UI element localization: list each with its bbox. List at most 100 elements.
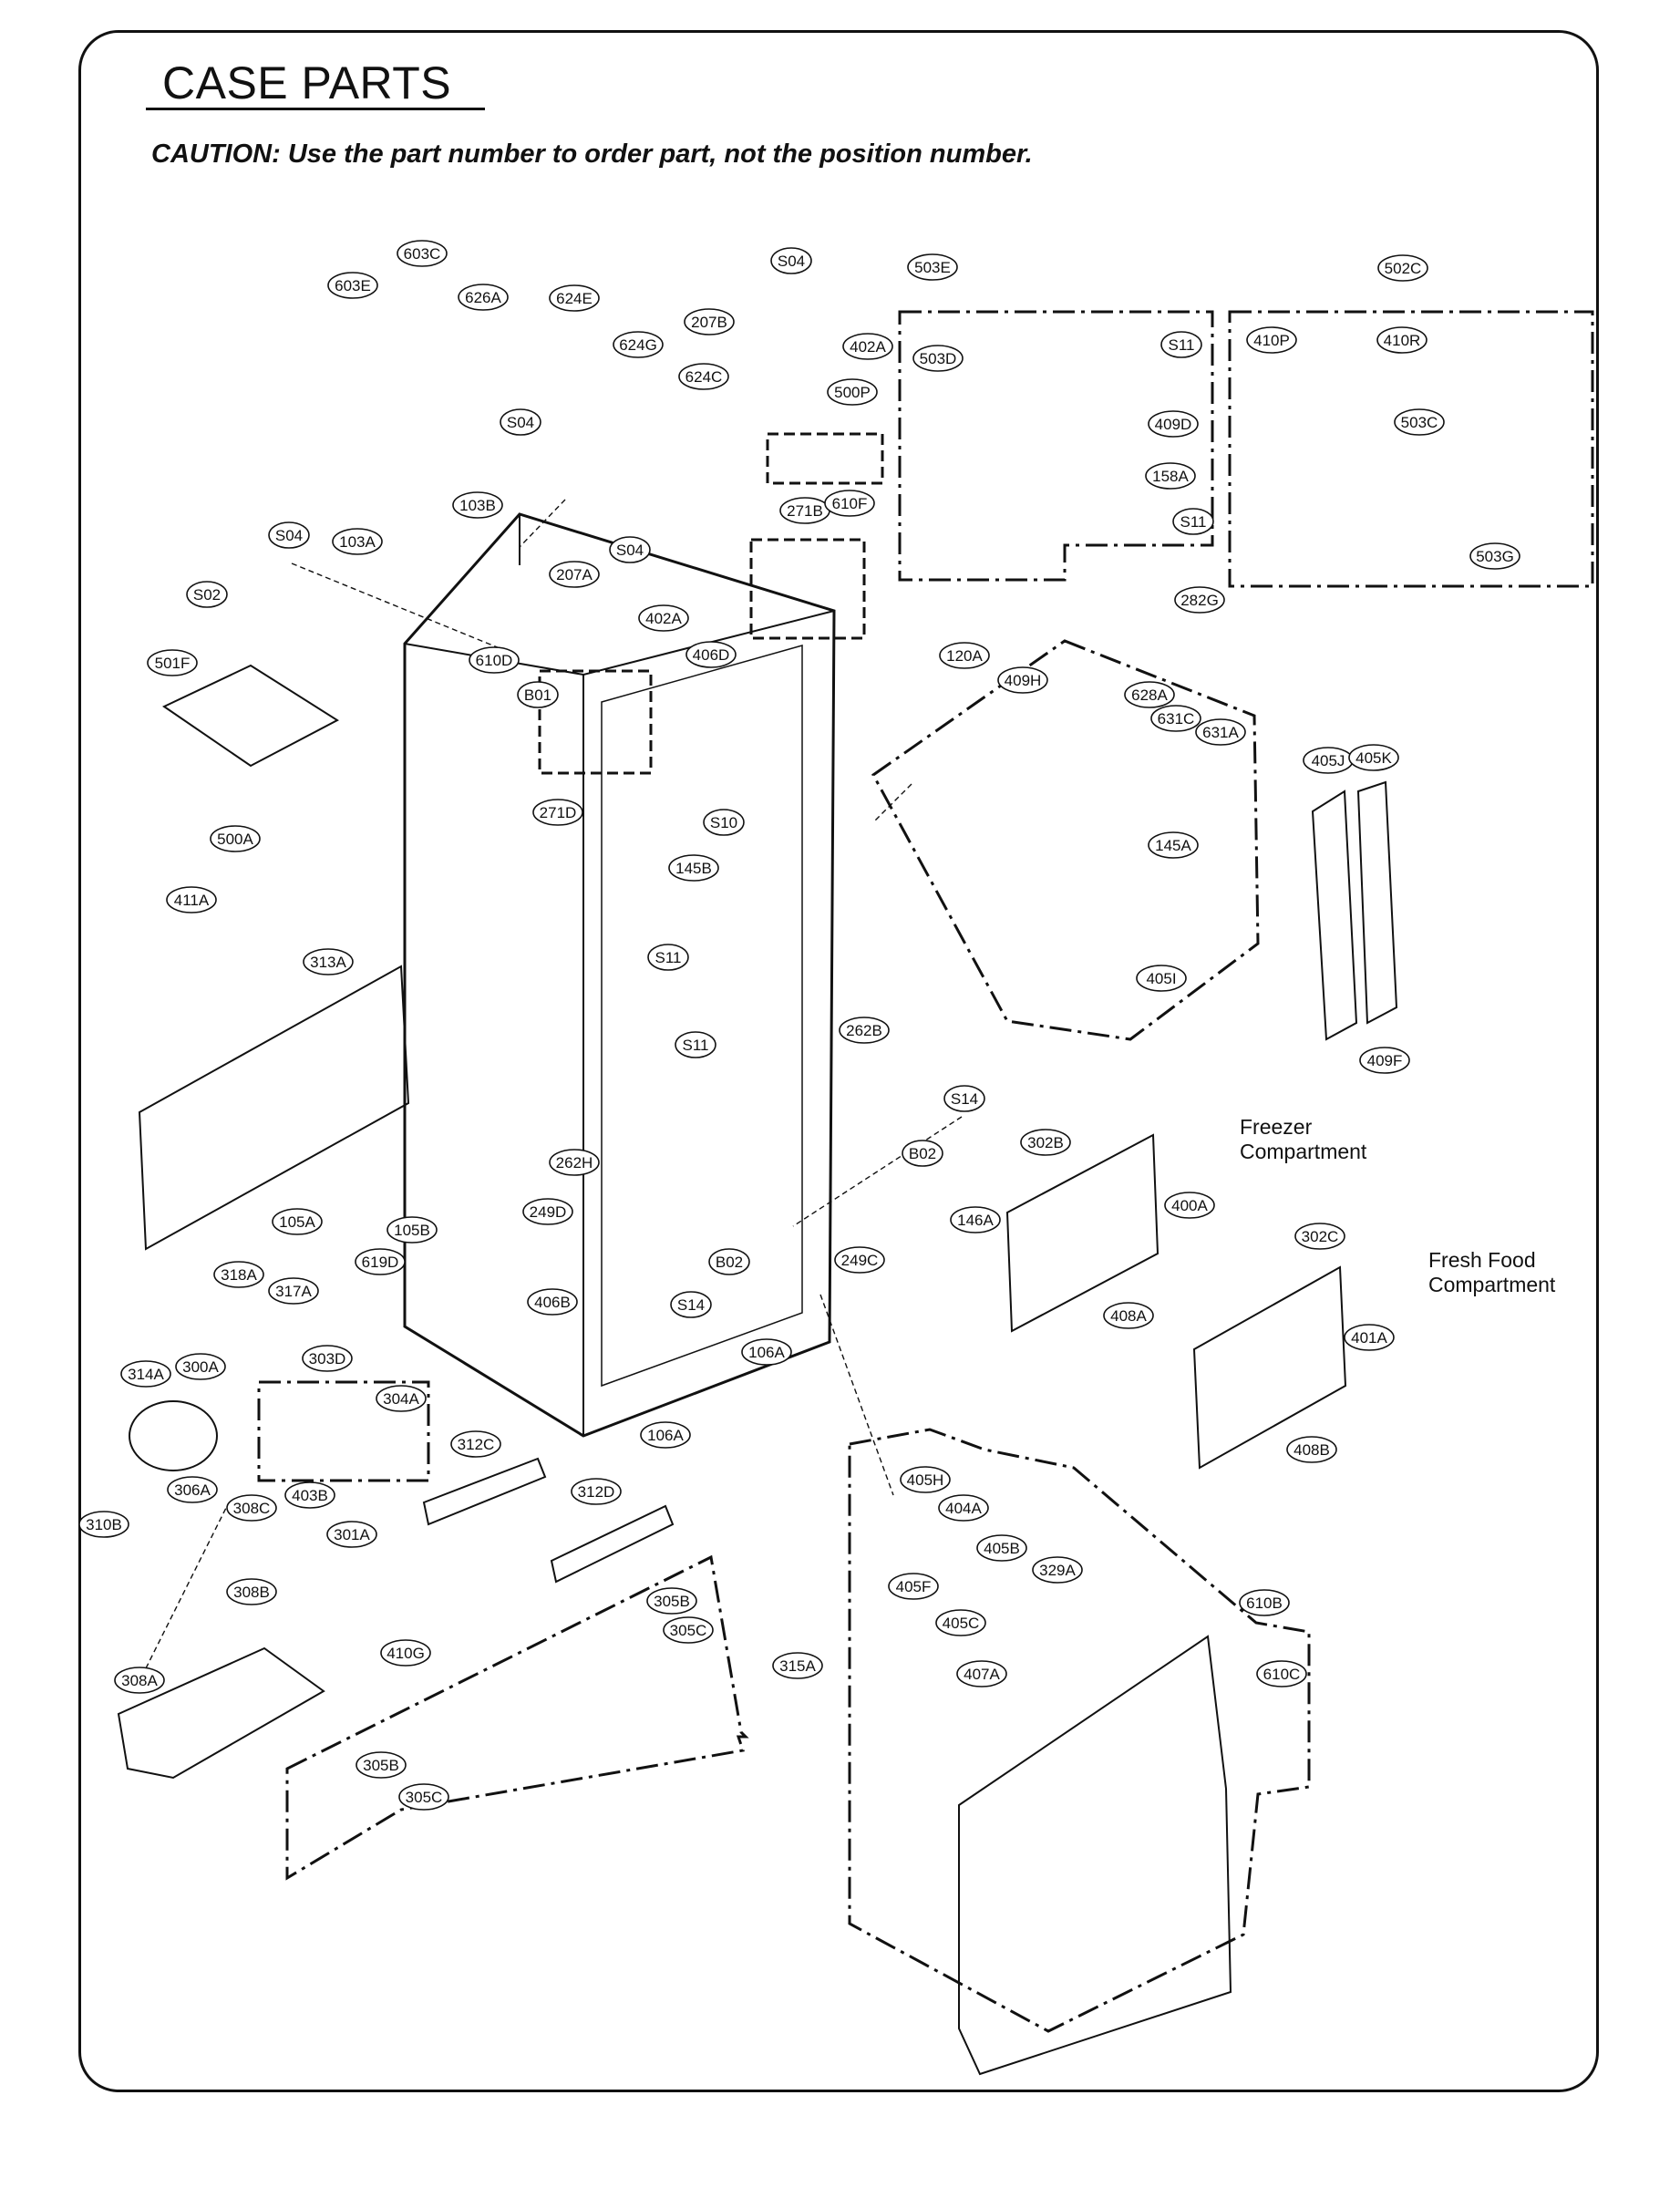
callout-label: 405K xyxy=(1355,749,1392,767)
callout-oval xyxy=(326,1521,377,1548)
callout-oval xyxy=(609,536,651,563)
callout-s11: S11 xyxy=(675,1031,716,1058)
callout-label: S11 xyxy=(655,949,682,966)
callout-306a: 306A xyxy=(167,1476,218,1503)
callout-label: 405F xyxy=(896,1578,932,1595)
callout-label: S10 xyxy=(710,814,737,831)
callout-label: 624G xyxy=(619,336,657,354)
callout-label: 282G xyxy=(1180,592,1219,609)
callout-label: 271B xyxy=(787,502,823,520)
callout-oval xyxy=(1164,1192,1215,1219)
callout-label: 303D xyxy=(309,1350,346,1368)
callout-409h: 409H xyxy=(997,666,1048,694)
evaporator-302c xyxy=(1192,1265,1347,1470)
callout-oval xyxy=(1103,1302,1154,1329)
callout-oval xyxy=(450,1430,501,1458)
callout-oval xyxy=(175,1353,226,1380)
callout-label: S04 xyxy=(275,527,303,544)
freezer-caption: Freezer Compartment xyxy=(1240,1115,1366,1164)
callout-262h: 262H xyxy=(549,1149,600,1176)
callout-oval xyxy=(549,1149,600,1176)
callout-oval xyxy=(549,561,600,588)
callout-label: S02 xyxy=(193,586,221,604)
callout-oval xyxy=(1032,1556,1083,1584)
callout-271d: 271D xyxy=(532,799,583,826)
callout-label: 502C xyxy=(1385,260,1422,277)
callout-315a: 315A xyxy=(772,1652,823,1679)
callout-label: 262H xyxy=(556,1154,593,1171)
callout-145a: 145A xyxy=(1148,831,1199,859)
callout-oval xyxy=(210,825,261,852)
cabinet-inner xyxy=(404,514,835,1436)
callout-313a: 313A xyxy=(303,948,354,975)
callout-oval xyxy=(500,408,541,436)
callout-626a: 626A xyxy=(458,284,509,311)
callout-282g: 282G xyxy=(1174,586,1225,614)
callout-401a: 401A xyxy=(1344,1324,1395,1351)
callout-305b: 305B xyxy=(646,1587,697,1615)
callout-312c: 312C xyxy=(450,1430,501,1458)
callout-302c: 302C xyxy=(1294,1223,1345,1250)
callout-oval xyxy=(647,944,689,971)
callout-oval xyxy=(114,1667,165,1694)
callout-oval xyxy=(670,1291,712,1318)
page-title: CASE PARTS xyxy=(162,57,452,108)
callout-oval xyxy=(1344,1324,1395,1351)
fresh-food-caption: Fresh Food Compartment xyxy=(1428,1248,1555,1297)
callout-oval xyxy=(268,521,310,549)
callout-oval xyxy=(1239,1589,1290,1616)
callout-oval xyxy=(186,581,228,608)
group-box-503e xyxy=(898,310,1214,582)
duct-312d xyxy=(550,1504,675,1584)
callout-label: S04 xyxy=(616,542,644,559)
callout-label: 405I xyxy=(1146,970,1176,987)
callout-oval xyxy=(939,642,990,669)
callout-314a: 314A xyxy=(120,1360,171,1388)
callout-oval xyxy=(1136,965,1187,992)
callout-s11: S11 xyxy=(1172,508,1214,535)
callout-405k: 405K xyxy=(1348,744,1399,771)
callout-label: 305C xyxy=(406,1789,443,1806)
callout-305c: 305C xyxy=(663,1616,714,1644)
callout-label: 402A xyxy=(645,610,682,627)
callout-105b: 105B xyxy=(387,1216,438,1244)
fresh-food-caption-line1: Fresh Food xyxy=(1428,1248,1536,1272)
callout-label: 305C xyxy=(670,1622,707,1639)
callout-oval xyxy=(302,1345,353,1372)
callout-label: 403B xyxy=(292,1487,328,1504)
callout-oval xyxy=(356,1751,407,1779)
callout-s14: S14 xyxy=(670,1291,712,1318)
callout-oval xyxy=(376,1385,427,1412)
callout-610c: 610C xyxy=(1256,1660,1307,1687)
callout-label: 315A xyxy=(779,1657,816,1675)
callout-502c: 502C xyxy=(1377,254,1428,282)
callout-503g: 503G xyxy=(1469,542,1520,570)
callout-label: 410R xyxy=(1384,332,1421,349)
callout-label: 305B xyxy=(363,1757,399,1774)
group-box-315a xyxy=(285,1554,749,1881)
callout-label: 262B xyxy=(846,1022,882,1039)
callout-oval xyxy=(708,1248,750,1275)
callout-106a: 106A xyxy=(741,1338,792,1366)
callout-oval xyxy=(268,1277,319,1305)
callout-s04: S04 xyxy=(609,536,651,563)
callout-318a: 318A xyxy=(213,1261,264,1288)
callout-label: 329A xyxy=(1039,1562,1076,1579)
callout-label: S11 xyxy=(683,1037,709,1054)
callout-624e: 624E xyxy=(549,284,600,312)
callout-label: 106A xyxy=(748,1344,785,1361)
callout-oval xyxy=(912,345,964,372)
callout-label: 317A xyxy=(275,1283,312,1300)
callout-624g: 624G xyxy=(613,331,664,358)
callout-b02: B02 xyxy=(708,1248,750,1275)
callout-oval xyxy=(675,1031,716,1058)
callout-410r: 410R xyxy=(1376,326,1427,354)
callout-158a: 158A xyxy=(1145,462,1196,490)
callout-oval xyxy=(638,604,689,632)
group-box-303d xyxy=(257,1380,430,1482)
callout-631c: 631C xyxy=(1150,705,1201,732)
callout-label: 409H xyxy=(1005,672,1042,689)
shelf-501f xyxy=(161,664,339,768)
callout-label: 405J xyxy=(1312,752,1345,769)
